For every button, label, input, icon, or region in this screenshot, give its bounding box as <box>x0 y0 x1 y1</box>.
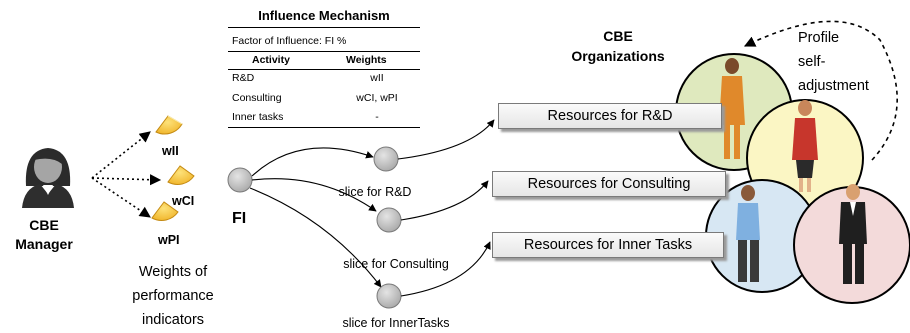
influence-table-title: Influence Mechanism <box>258 8 390 23</box>
profile-label-line2: self- <box>798 54 826 70</box>
person-man-suit-icon <box>839 184 867 284</box>
weight-label-wci: wCI <box>171 194 194 208</box>
table-row-weights: wCI, wPI <box>356 92 398 104</box>
table-header-activity: Activity <box>252 54 290 66</box>
manager-icon <box>22 148 74 208</box>
person-woman-red-icon <box>792 100 818 192</box>
table-row-activity: R&D <box>232 72 255 84</box>
slice-label-consulting: slice for Consulting <box>343 257 449 271</box>
profile-label-line1: Profile <box>798 30 839 46</box>
influence-mechanism-table: Influence Mechanism Factor of Influence:… <box>228 7 420 128</box>
resource-box-consulting: Resources for Consulting <box>492 171 726 197</box>
table-divider <box>228 27 420 28</box>
manager-label-line2: Manager <box>15 236 73 252</box>
table-row-activity: Consulting <box>232 92 282 104</box>
influence-table-subtitle: Factor of Influence: FI % <box>232 35 347 47</box>
organizations-title-line1: CBE <box>603 28 633 44</box>
weight-label-wpi: wPI <box>157 233 180 247</box>
table-header-weights: Weights <box>346 54 387 66</box>
table-row-weights: wII <box>370 72 384 84</box>
fi-slice-arrows <box>249 147 382 288</box>
weight-label-wii: wII <box>161 144 179 158</box>
slice-label-innertasks: slice for InnerTasks <box>343 316 450 330</box>
resource-box-inner-tasks: Resources for Inner Tasks <box>492 232 724 258</box>
slice-node-innertasks <box>376 283 402 309</box>
slice-node-consulting <box>376 207 402 233</box>
slice-resource-arrows <box>397 119 495 297</box>
weights-caption-line2: performance <box>132 288 213 304</box>
person-man-blue-icon <box>736 185 760 282</box>
weights-caption-line3: indicators <box>142 312 204 328</box>
table-row-weights: - <box>375 111 379 123</box>
slice-node-rd <box>373 146 399 172</box>
weight-icon-wpi <box>151 201 179 221</box>
slice-label-rd: slice for R&D <box>339 185 412 199</box>
table-divider <box>228 127 420 128</box>
profile-label-line3: adjustment <box>798 78 869 94</box>
person-woman-orange-icon <box>719 58 745 159</box>
fi-node <box>227 167 253 193</box>
table-divider <box>228 69 420 70</box>
table-row-activity: Inner tasks <box>232 111 284 123</box>
weights-caption-line1: Weights of <box>139 264 208 280</box>
weight-icon-wii <box>155 115 183 135</box>
weight-icon-wci <box>167 165 195 185</box>
fi-label: FI <box>232 210 246 227</box>
table-divider <box>228 51 420 52</box>
manager-weight-arrows <box>91 131 162 218</box>
manager-label-line1: CBE <box>29 217 59 233</box>
resource-box-rd: Resources for R&D <box>498 103 722 129</box>
self-adjustment-arrow <box>743 20 898 161</box>
organizations-title-line2: Organizations <box>571 48 665 64</box>
